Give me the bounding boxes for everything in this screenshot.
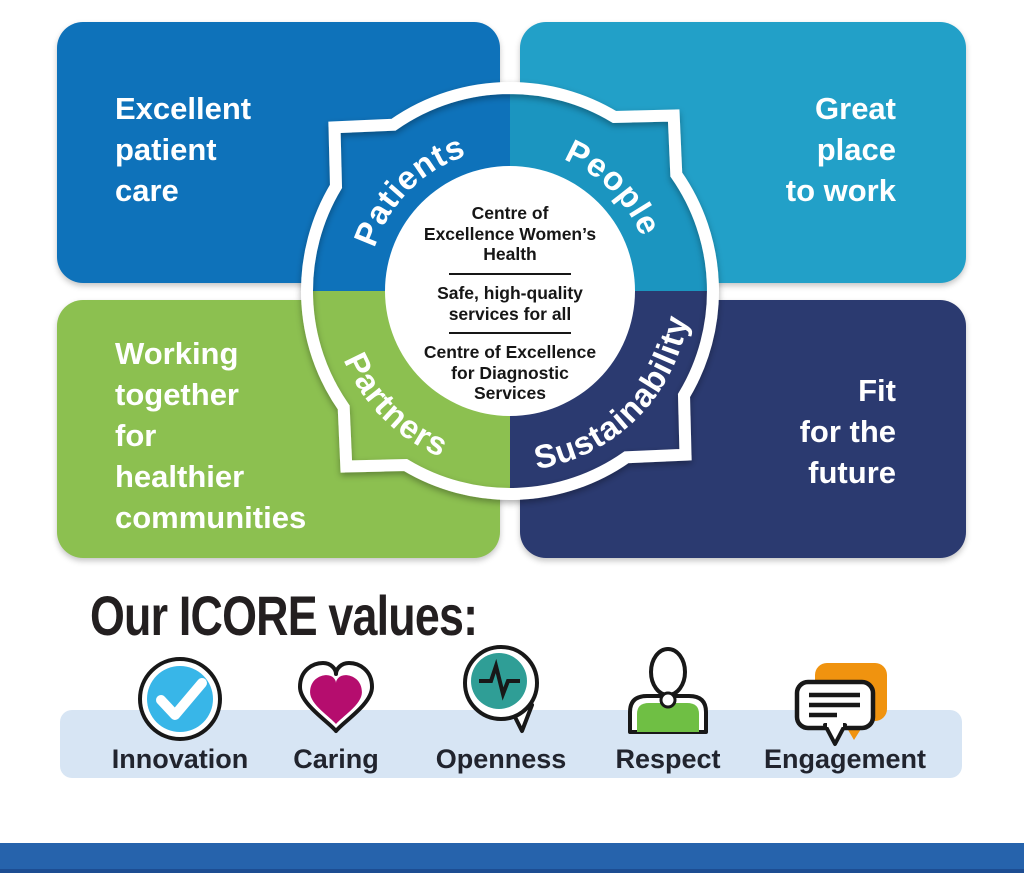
value-label-caring: Caring — [293, 744, 379, 774]
respect-person-icon — [628, 647, 708, 734]
ring-center-text: Centre of Excellence Women’s Health Safe… — [393, 203, 627, 404]
footer-bar — [0, 843, 1024, 869]
center-statement-3: Centre of Excellence for Diagnostic Serv… — [423, 342, 597, 404]
value-label-engagement: Engagement — [763, 744, 927, 774]
quadrant-box-text: Excellent patient care — [115, 91, 252, 208]
ring-white-border — [301, 81, 719, 500]
value-label-innovation: Innovation — [111, 744, 249, 774]
center-statement-2: Safe, high-quality services for all — [437, 282, 583, 324]
footer-bar-edge — [0, 869, 1024, 873]
quadrant-box-text: Fit for the future — [799, 373, 896, 490]
openness-pulse-icon — [463, 645, 539, 733]
values-heading: Our ICORE values: — [90, 584, 478, 647]
quadrant-box-text: Working together for healthier communiti… — [115, 336, 307, 535]
quadrant-box-text: Great place to work — [785, 91, 896, 208]
center-divider — [449, 272, 571, 275]
caring-heart-icon — [298, 661, 374, 733]
value-label-respect: Respect — [615, 744, 721, 774]
value-label-openness: Openness — [435, 744, 567, 774]
engagement-chat-icon — [794, 663, 887, 746]
center-divider — [449, 332, 571, 335]
ring-center-disc — [385, 166, 635, 416]
strategy-ring: Patients People Partners Sustainability — [301, 81, 719, 500]
innovation-check-icon — [138, 657, 222, 741]
center-statement-1: Centre of Excellence Women’s Health — [423, 203, 597, 265]
